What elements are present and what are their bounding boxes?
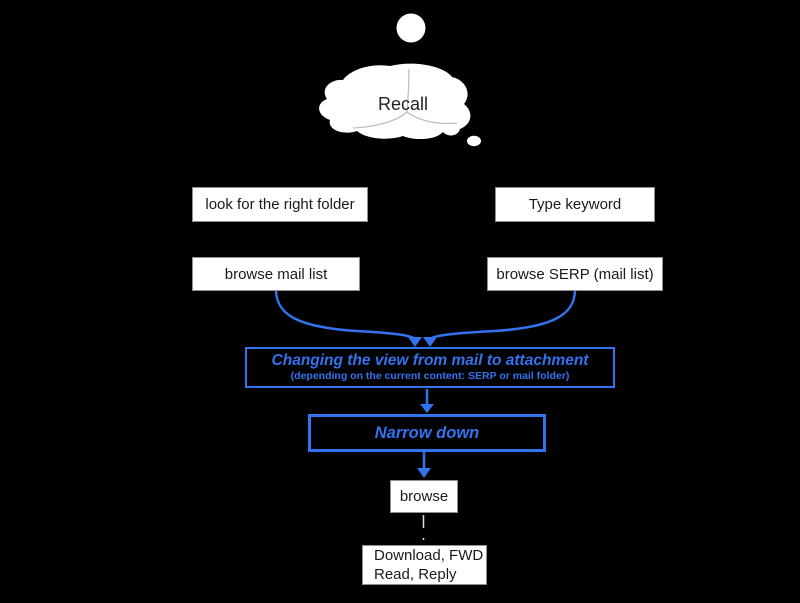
thought-bubble-label: Recall (377, 94, 429, 114)
node-label-line1: Download, FWD (374, 547, 484, 564)
merge-arrowhead-left (408, 337, 422, 347)
node-label: look for the right folder (205, 196, 355, 213)
node-browse-serp: browse SERP (mail list) (487, 257, 663, 291)
arrowhead-narrow-to-browse (417, 468, 431, 478)
node-label: browse SERP (mail list) (496, 265, 654, 283)
merge-arrowhead-right (423, 337, 437, 347)
node-browse-mail-list: browse mail list (192, 257, 360, 291)
merge-arrow-left (274, 290, 416, 341)
node-narrow-down: Narrow down (308, 414, 546, 452)
node-subtitle: (depending on the current content: SERP … (290, 370, 570, 382)
node-browse: browse (390, 480, 458, 513)
node-title: Narrow down (374, 424, 480, 442)
node-type-keyword: Type keyword (495, 187, 655, 222)
node-look-for-right-folder: look for the right folder (192, 187, 368, 222)
node-label: Type keyword (528, 196, 622, 213)
node-final-actions: Download, FWD Read, Reply (362, 545, 487, 585)
node-label: browse (399, 488, 449, 505)
thought-cloud-icon (319, 63, 471, 140)
node-label-line2: Read, Reply (374, 566, 457, 583)
merge-arrow-right (429, 290, 577, 341)
cloud-fold-lines (352, 68, 458, 129)
person-head-icon (396, 13, 426, 43)
node-label: browse mail list (224, 265, 328, 283)
node-changing-view: Changing the view from mail to attachmen… (245, 347, 615, 388)
node-title: Changing the view from mail to attachmen… (271, 352, 589, 369)
arrowhead-merge-to-narrow (420, 404, 434, 413)
merge-arrows (274, 290, 577, 341)
thought-tail-dot-icon (467, 135, 481, 147)
